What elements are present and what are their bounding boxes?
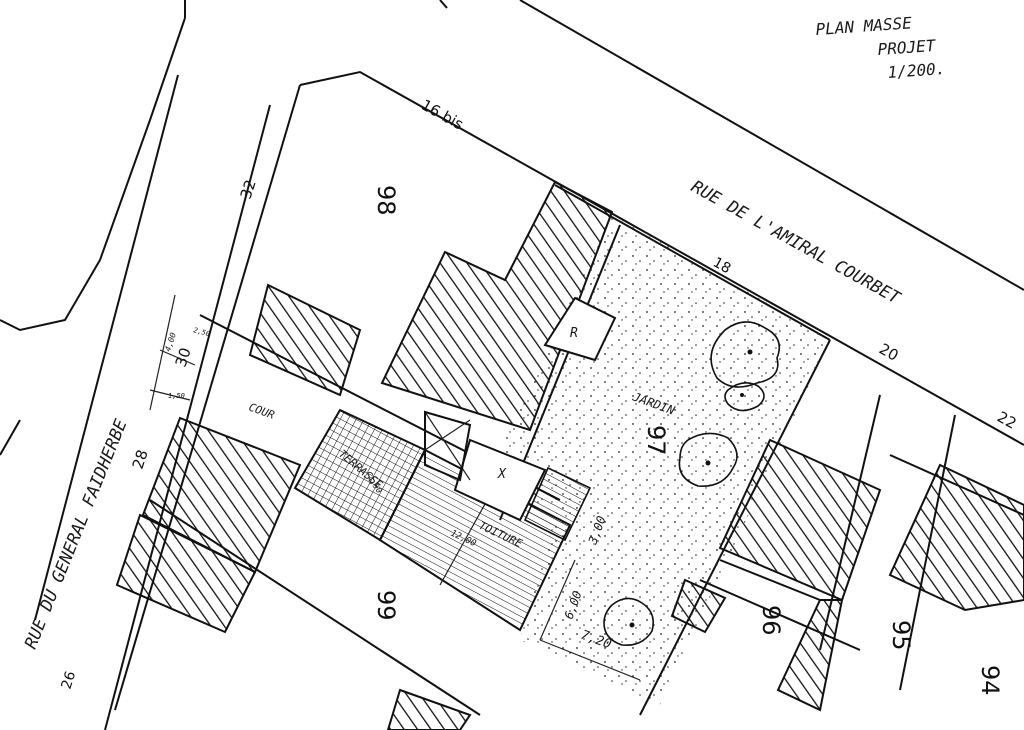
building-26 (115, 513, 257, 634)
title-scale: 1/200. (887, 59, 946, 82)
roof-triangle (523, 466, 592, 542)
label-cour: COUR (247, 401, 277, 422)
building-bottom (386, 688, 472, 730)
num-26: 26 (59, 669, 80, 691)
r-box (543, 296, 617, 362)
building-30 (248, 283, 362, 397)
num-18: 18 (710, 255, 733, 278)
dim-2-50: 2,50 (192, 326, 210, 338)
building-95 (888, 463, 1024, 612)
title-line1: PLAN MASSE (815, 13, 913, 39)
x-box (453, 438, 547, 522)
parcel-96: 96 (757, 605, 785, 636)
num-32: 32 (237, 178, 260, 202)
label-x: X (497, 467, 507, 482)
num-20: 20 (876, 340, 901, 365)
parcel-97: 97 (642, 425, 670, 456)
dimension-lines (149, 294, 641, 681)
parcel-94: 94 (976, 665, 1004, 696)
parcel-99: 99 (372, 590, 400, 621)
num-28: 28 (129, 448, 152, 472)
street-faidherbe: RUE DU GENERAL FAIDHERBE (21, 416, 132, 652)
parcel-98: 98 (372, 185, 400, 216)
num-22: 22 (994, 408, 1019, 433)
num-16bis: 16 bis (418, 96, 467, 134)
dim-1-50: 1,50 (168, 392, 185, 400)
trees (603, 321, 781, 647)
label-r: R (570, 326, 578, 341)
num-30: 30 (172, 346, 195, 370)
building-96b (776, 599, 844, 712)
title-line2: PROJET (877, 36, 937, 59)
parcel-95: 95 (887, 620, 915, 651)
